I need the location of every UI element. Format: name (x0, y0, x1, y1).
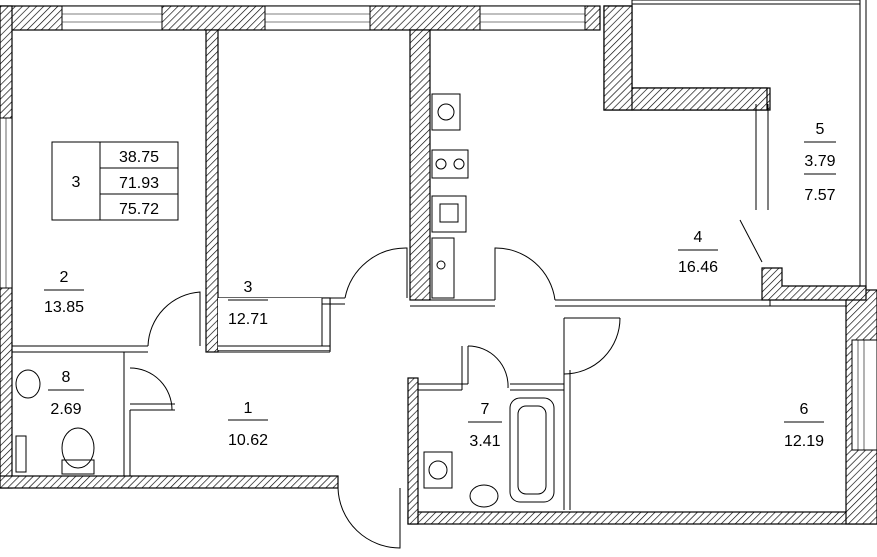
sink-icon (431, 195, 467, 233)
room-2-area: 13.85 (44, 299, 84, 316)
bathtub-icon (509, 397, 555, 503)
room-labels: 1 10.62 2 13.85 3 12.71 4 16.46 5 3.79 7… (44, 121, 836, 450)
washing-machine-icon (423, 451, 453, 489)
room-4-number: 4 (694, 229, 703, 246)
total-area: 71.93 (119, 175, 159, 192)
room-8-number: 8 (62, 369, 71, 386)
total-area-with-balcony: 75.72 (119, 201, 159, 218)
toilet-icon (61, 427, 95, 469)
room-4-area: 16.46 (678, 259, 718, 276)
room-6-area: 12.19 (784, 433, 824, 450)
room-5-area: 3.79 (804, 153, 835, 170)
room-8-area: 2.69 (50, 401, 81, 418)
living-area: 38.75 (119, 149, 159, 166)
area-summary-table: 3 38.75 71.93 75.72 (51, 141, 179, 221)
room-2-number: 2 (60, 269, 69, 286)
room-5-number: 5 (816, 121, 825, 138)
toilet-icon (469, 484, 499, 508)
room-7-number: 7 (481, 401, 490, 418)
stove-burner-icon (437, 103, 455, 121)
room-6-number: 6 (800, 401, 809, 418)
room-5-area2: 7.57 (804, 187, 835, 204)
fixtures (15, 93, 555, 508)
room-1-number: 1 (244, 400, 253, 417)
rooms-count: 3 (72, 174, 81, 191)
room-1-area: 10.62 (228, 432, 268, 449)
room-3-area: 12.71 (228, 311, 268, 328)
washbasin-icon (15, 369, 41, 399)
exterior-walls (0, 0, 877, 525)
room-3-number: 3 (244, 279, 253, 296)
interior-walls (12, 29, 846, 510)
doors (129, 219, 763, 549)
room-7-area: 3.41 (469, 433, 500, 450)
